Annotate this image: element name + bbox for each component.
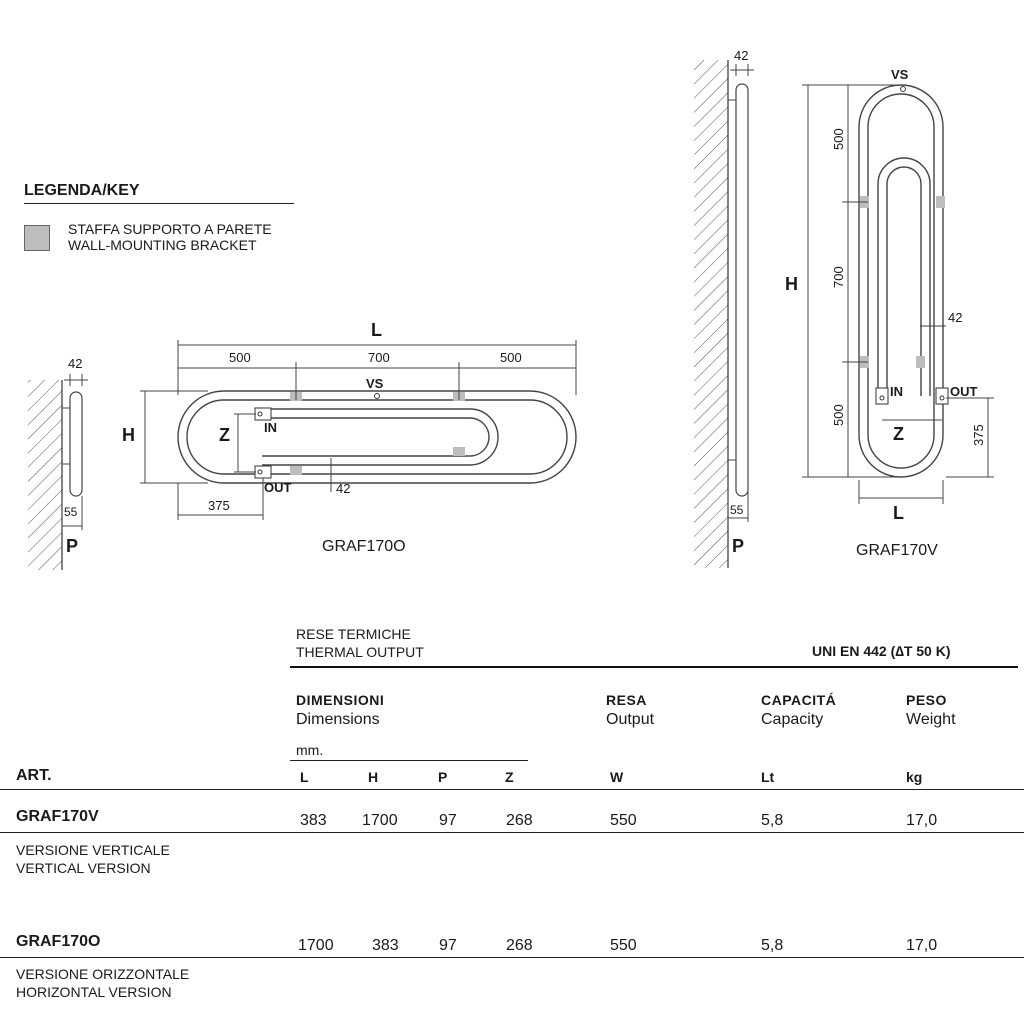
- h-seg-b: 700: [368, 350, 390, 365]
- v-42-label: 42: [948, 310, 962, 325]
- legend-title: LEGENDA/KEY: [24, 182, 140, 199]
- group-capacity-en: Capacity: [761, 711, 824, 728]
- side-small-p: P: [66, 536, 78, 556]
- row2-L: 1700: [298, 937, 334, 954]
- group-dimensions-it: DIMENSIONI: [296, 692, 385, 708]
- row2-W: 550: [610, 937, 637, 954]
- h-out-label: OUT: [264, 480, 292, 495]
- row2-Lt: 5,8: [761, 937, 784, 954]
- row2-P: 97: [439, 937, 457, 954]
- group-output-it: RESA: [606, 692, 647, 708]
- row1-desc-it: VERSIONE VERTICALE: [16, 842, 170, 858]
- col-L: L: [300, 769, 309, 785]
- table-top-rule: [290, 666, 1018, 668]
- group-dimensions-en: Dimensions: [296, 711, 380, 728]
- v-Z-label: Z: [893, 424, 904, 444]
- v-seg-a: 500: [831, 128, 846, 150]
- row2-art: GRAF170O: [16, 933, 101, 950]
- row2-desc-it: VERSIONE ORIZZONTALE: [16, 966, 190, 982]
- header-rule: [0, 789, 1024, 790]
- row2-H: 383: [372, 937, 399, 954]
- row2-kg: 17,0: [906, 937, 938, 954]
- side-view-tall: 42 55 P: [694, 48, 754, 568]
- row1-P: 97: [439, 812, 457, 829]
- row1-W: 550: [610, 812, 637, 829]
- h-375-label: 375: [208, 498, 230, 513]
- col-Lt: Lt: [761, 769, 775, 785]
- horizontal-radiator-drawing: VS L 500 700 500 H Z IN OUT 42 375 GRAF1…: [122, 320, 577, 555]
- group-weight-en: Weight: [906, 711, 956, 728]
- v-in-label: IN: [890, 384, 903, 399]
- table-heading-it: RESE TERMICHE: [296, 626, 411, 642]
- dimensions-underline: [290, 760, 528, 761]
- group-weight-it: PESO: [906, 692, 947, 708]
- v-H-label: H: [785, 274, 798, 294]
- side-tall-p: P: [732, 536, 744, 556]
- row1-L: 383: [300, 812, 327, 829]
- v-375-label: 375: [971, 424, 986, 446]
- row2-Z: 268: [506, 937, 533, 954]
- row2-desc-en: HORIZONTAL VERSION: [16, 984, 172, 1000]
- col-Z: Z: [505, 769, 514, 785]
- h-seg-a: 500: [229, 350, 251, 365]
- row1-Z: 268: [506, 812, 533, 829]
- side-tall-55: 55: [730, 503, 744, 517]
- bracket-swatch: [24, 225, 50, 251]
- v-L-label: L: [893, 503, 904, 523]
- vertical-radiator-drawing: VS H 500 700 500 42 IN OUT Z 375 L GRAF1…: [785, 67, 994, 559]
- v-out-label: OUT: [950, 384, 978, 399]
- side-small-42: 42: [68, 356, 82, 371]
- col-H: H: [368, 769, 379, 785]
- col-kg: kg: [906, 769, 923, 785]
- row1-H: 1700: [362, 812, 398, 829]
- h-caption: GRAF170O: [322, 538, 406, 555]
- group-output-en: Output: [606, 711, 655, 728]
- h-in-label: IN: [264, 420, 277, 435]
- v-seg-c: 500: [831, 404, 846, 426]
- legend-item-it: STAFFA SUPPORTO A PARETE: [68, 221, 272, 237]
- table-heading-en: THERMAL OUTPUT: [296, 644, 424, 660]
- group-capacity-it: CAPACITÁ: [761, 692, 837, 708]
- col-W: W: [610, 769, 624, 785]
- side-small-55: 55: [64, 505, 78, 519]
- legend-divider: [24, 203, 294, 204]
- row1-desc-en: VERTICAL VERSION: [16, 860, 151, 876]
- h-seg-c: 500: [500, 350, 522, 365]
- v-seg-b: 700: [831, 266, 846, 288]
- technical-drawings: 42 55 P VS L 500: [28, 48, 994, 570]
- group-dimensions-unit: mm.: [296, 742, 324, 758]
- col-art: ART.: [16, 767, 52, 784]
- h-vs-label: VS: [366, 376, 384, 391]
- row1-Lt: 5,8: [761, 812, 784, 829]
- h-Z-label: Z: [219, 425, 230, 445]
- row2-rule: [0, 957, 1024, 958]
- standard-label: UNI EN 442 (∆T 50 K): [812, 643, 951, 659]
- h-H-label: H: [122, 425, 135, 445]
- h-L-label: L: [371, 320, 382, 340]
- h-42-label: 42: [336, 481, 350, 496]
- side-view-small: 42 55 P: [28, 356, 88, 570]
- side-tall-42: 42: [734, 48, 748, 63]
- col-P: P: [438, 769, 448, 785]
- row1-rule: [0, 832, 1024, 833]
- v-caption: GRAF170V: [856, 542, 938, 559]
- row1-art: GRAF170V: [16, 808, 99, 825]
- row1-kg: 17,0: [906, 812, 938, 829]
- v-vs-label: VS: [891, 67, 909, 82]
- legend-item-en: WALL-MOUNTING BRACKET: [68, 237, 257, 253]
